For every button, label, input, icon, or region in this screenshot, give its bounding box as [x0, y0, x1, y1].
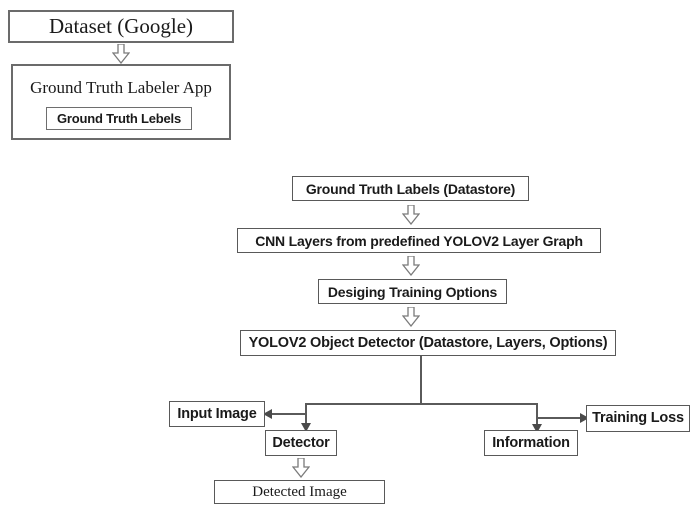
node-dataset-label: Dataset (Google)	[48, 14, 194, 38]
block-arrow-labels-to-cnn	[402, 205, 420, 225]
node-detector-label: Detector	[272, 434, 330, 451]
node-labeler-app-label: Ground Truth Labeler App	[30, 78, 212, 97]
connector-bus	[305, 403, 538, 405]
node-cnn-layers: CNN Layers from predefined YOLOV2 Layer …	[237, 228, 601, 253]
node-detected-image: Detected Image	[214, 480, 385, 504]
connector-bus-left-drop	[305, 403, 307, 427]
connector-to-input-image	[267, 413, 306, 415]
node-training-loss-label: Training Loss	[592, 410, 684, 427]
node-cnn-layers-label: CNN Layers from predefined YOLOV2 Layer …	[255, 232, 583, 249]
node-information-label: Information	[492, 434, 570, 451]
node-input-image: Input Image	[169, 401, 265, 427]
arrowhead-to-input-image	[263, 409, 272, 419]
node-ground-truth-lebels-label: Ground Truth Lebels	[56, 111, 182, 126]
node-training-options-label: Desiging Training Options	[327, 283, 498, 300]
node-ground-truth-labels-datastore: Ground Truth Labels (Datastore)	[292, 176, 529, 201]
node-information: Information	[484, 430, 578, 456]
node-dataset: Dataset (Google)	[8, 10, 234, 43]
node-detected-image-label: Detected Image	[252, 483, 347, 500]
arrowhead-to-detector	[301, 423, 311, 432]
block-arrow-cnn-to-training-options	[402, 256, 420, 276]
block-arrow-options-to-detector-node	[402, 307, 420, 327]
node-input-image-label: Input Image	[177, 405, 257, 422]
node-object-detector-label: YOLOV2 Object Detector (Datastore, Layer…	[248, 334, 608, 351]
node-labeler-app-container: Ground Truth Labeler App Ground Truth Le…	[11, 64, 231, 140]
node-object-detector: YOLOV2 Object Detector (Datastore, Layer…	[240, 330, 616, 356]
block-arrow-dataset-to-labeler	[112, 44, 130, 64]
connector-bus-right-drop	[536, 403, 538, 429]
connector-trunk	[420, 356, 422, 404]
node-ground-truth-lebels: Ground Truth Lebels	[46, 107, 192, 130]
block-arrow-detector-to-detected-image	[292, 458, 310, 478]
node-training-loss: Training Loss	[586, 405, 690, 432]
node-training-options: Desiging Training Options	[318, 279, 507, 304]
node-detector: Detector	[265, 430, 337, 456]
arrowhead-to-training-loss	[580, 413, 589, 423]
arrowhead-to-information	[532, 424, 542, 433]
connector-to-training-loss	[536, 417, 584, 419]
node-ground-truth-labels-datastore-label: Ground Truth Labels (Datastore)	[305, 180, 516, 197]
